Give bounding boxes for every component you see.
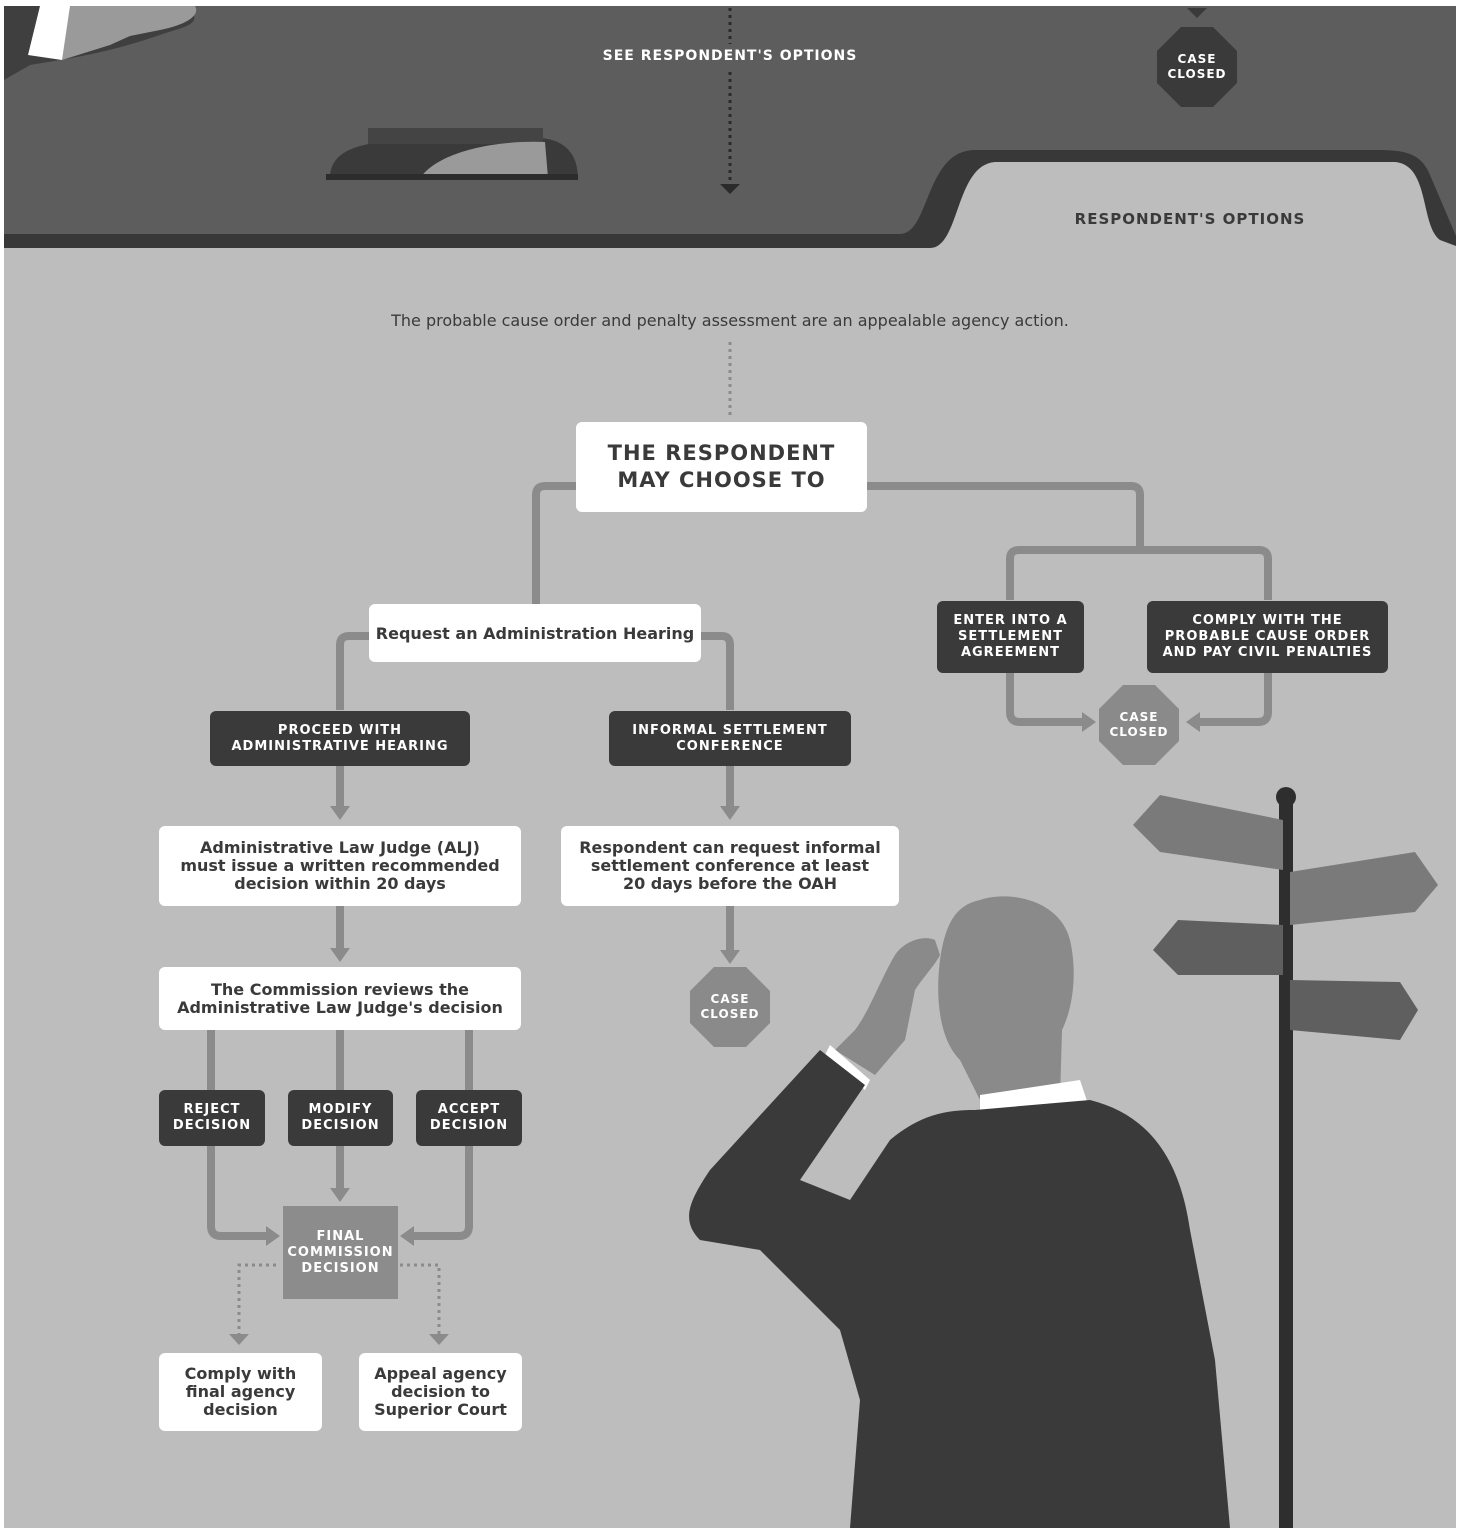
- comply-final-decision-box: Comply with final agency decision: [159, 1353, 322, 1431]
- final-commission-decision-box: FINAL COMMISSION DECISION: [283, 1206, 398, 1299]
- hand-shadow: [60, 6, 197, 60]
- respondents-options-tab: RESPONDENT'S OPTIONS: [1074, 210, 1306, 228]
- comply-pay-penalties-box: COMPLY WITH THE PROBABLE CAUSE ORDER AND…: [1147, 601, 1388, 673]
- dotted-outcomes: [237, 1263, 441, 1335]
- signpost-graphic: [1133, 787, 1438, 1528]
- case-closed-informal: CASE CLOSED: [690, 967, 770, 1047]
- case-closed-top: CASE CLOSED: [1157, 27, 1237, 107]
- see-respondent-options: SEE RESPONDENT'S OPTIONS: [602, 48, 858, 64]
- reject-decision-box: REJECT DECISION: [159, 1090, 265, 1146]
- intro-text: The probable cause order and penalty ass…: [391, 311, 1069, 330]
- informal-settlement-box: INFORMAL SETTLEMENT CONFERENCE: [609, 711, 851, 766]
- arrow-down-icon: [720, 184, 740, 194]
- stamp-highlight: [420, 141, 548, 178]
- shirt-cuff: [28, 6, 70, 60]
- alj-box: Administrative Law Judge (ALJ) must issu…: [159, 826, 521, 906]
- accept-decision-box: ACCEPT DECISION: [416, 1090, 522, 1146]
- arrow-down-icon: [429, 1334, 449, 1345]
- arrow-down-icon: [1187, 8, 1207, 18]
- respondent-may-choose-box: THE RESPONDENT MAY CHOOSE TO: [576, 422, 867, 512]
- stamp-top: [368, 128, 543, 144]
- modify-decision-box: MODIFY DECISION: [288, 1090, 393, 1146]
- proceed-hearing-box: PROCEED WITH ADMINISTRATIVE HEARING: [210, 711, 470, 766]
- connectors: [207, 482, 1272, 1240]
- connector-arrows: [266, 712, 1200, 1246]
- request-hearing-box: Request an Administration Hearing: [369, 604, 701, 662]
- case-closed-right: CASE CLOSED: [1099, 685, 1179, 765]
- stamp-base: [326, 174, 578, 180]
- informal-request-box: Respondent can request informal settleme…: [561, 826, 899, 906]
- man-graphic: [689, 896, 1230, 1528]
- commission-reviews-box: The Commission reviews the Administrativ…: [159, 967, 521, 1030]
- appeal-decision-box: Appeal agency decision to Superior Court: [359, 1353, 522, 1431]
- settlement-agreement-box: ENTER INTO A SETTLEMENT AGREEMENT: [937, 601, 1084, 673]
- folder-tab: [4, 162, 1456, 248]
- arrow-down-icon: [229, 1334, 249, 1345]
